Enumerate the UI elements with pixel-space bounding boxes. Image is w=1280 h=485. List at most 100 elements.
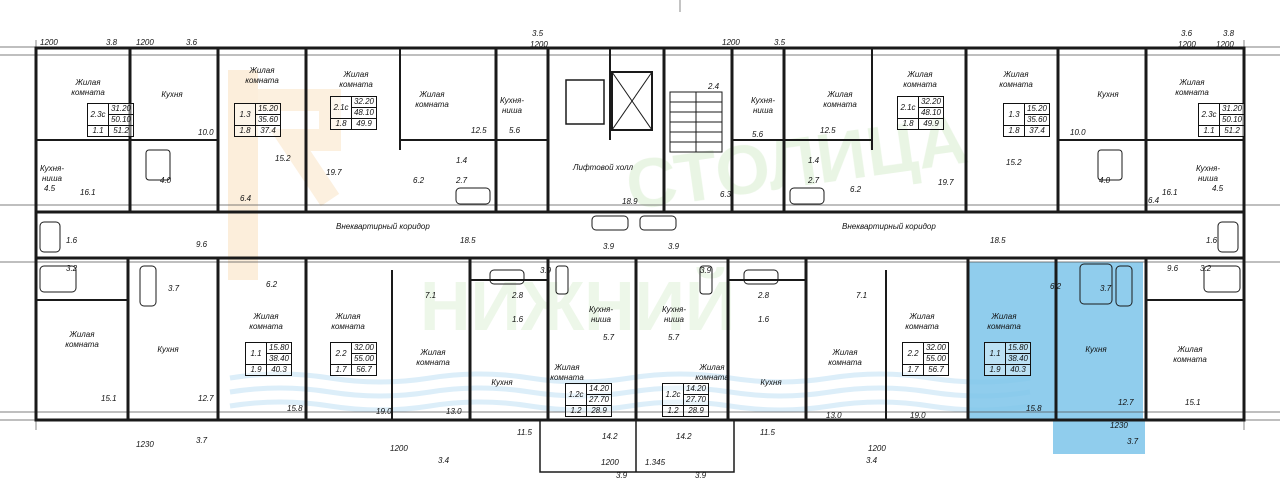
living-area: 31.20: [1221, 104, 1243, 113]
total-with-balcony: 37.4: [1029, 126, 1045, 135]
room-area: 6.2: [266, 280, 278, 289]
dimension-label: 1200: [722, 38, 740, 47]
room-area: 13.0: [446, 407, 462, 416]
entrance: [539, 419, 735, 473]
room-area: 3.9: [540, 266, 552, 275]
bathroom-fixtures: [39, 149, 1241, 307]
room-label: Жилая комната: [65, 330, 99, 349]
room-area: 6.3: [720, 190, 732, 199]
room-area: 3.9: [603, 242, 615, 251]
room-area: 2.7: [808, 176, 820, 185]
room-area: 16.1: [1162, 188, 1178, 197]
dimension-label: 1200: [530, 40, 548, 49]
room-area: 3.2: [1200, 264, 1212, 273]
dimension-label: 3.7: [1127, 437, 1139, 446]
room-area: 6.2: [413, 176, 425, 185]
room-area: 12.7: [1118, 398, 1134, 407]
dimension-label: 3.8: [1223, 29, 1235, 38]
room-area: 3.9: [668, 242, 680, 251]
room-area: 1.4: [808, 156, 820, 165]
room-label: Жилая комната: [415, 90, 449, 109]
living-area: 32.00: [925, 343, 947, 352]
corridor-label: Внеквартирный коридор: [336, 222, 430, 231]
room-area: 15.8: [287, 404, 303, 413]
apartment-type: 1.3: [235, 104, 256, 125]
living-area: 31.20: [110, 104, 132, 113]
total-with-balcony: 28.9: [688, 406, 704, 415]
room-area: 12.5: [471, 126, 487, 135]
room-label: Жилая комната: [999, 70, 1033, 89]
apartment-type: 1.1: [985, 343, 1006, 364]
room-label: Лифтовой холл: [573, 163, 633, 172]
total-area: 27.70: [587, 394, 611, 404]
room-label: Жилая комната: [828, 348, 862, 367]
room-area: 19.7: [938, 178, 954, 187]
room-area: 6.2: [1050, 282, 1062, 291]
lift-and-stairs: [565, 71, 723, 153]
room-area: 3.7: [1100, 284, 1112, 293]
room-area: 2.7: [456, 176, 468, 185]
room-area: 11.5: [760, 428, 775, 437]
total-with-balcony: 49.9: [356, 119, 372, 128]
coefficient: 1.7: [903, 365, 924, 375]
total-area: 48.10: [919, 107, 943, 117]
room-label: Жилая комната: [245, 66, 279, 85]
apartment-type: 1.2с: [566, 384, 587, 405]
room-area: 4.0: [1099, 176, 1111, 185]
room-area: 18.5: [460, 236, 476, 245]
room-area: 16.1: [80, 188, 96, 197]
coefficient: 1.2: [566, 406, 587, 416]
dimension-label: 1200: [390, 444, 408, 453]
coefficient: 1.9: [246, 365, 267, 375]
walls: [34, 46, 1246, 422]
room-label: Кухня: [760, 378, 782, 387]
total-area: 35.60: [256, 114, 280, 124]
room-area: 15.2: [275, 154, 291, 163]
room-label: Кухня: [1085, 345, 1107, 354]
dimension-label: 1200: [868, 444, 886, 453]
room-label: Жилая комната: [903, 70, 937, 89]
room-area: 1.4: [456, 156, 468, 165]
room-area: 15.2: [1006, 158, 1022, 167]
total-area: 38.40: [1006, 353, 1030, 363]
room-label: Жилая комната: [987, 312, 1021, 331]
room-area: 15.8: [1026, 404, 1042, 413]
room-label: Кухня- ниша: [751, 96, 775, 115]
apartment-type: 1.3: [1004, 104, 1025, 125]
room-area: 18.5: [990, 236, 1006, 245]
room-area: 4.5: [44, 184, 56, 193]
coefficient: 1.2: [663, 406, 684, 416]
room-label: Жилая комната: [1173, 345, 1207, 364]
total-area: 50.10: [109, 114, 133, 124]
room-label: Жилая комната: [905, 312, 939, 331]
room-area: 12.5: [820, 126, 836, 135]
room-label: Кухня- ниша: [589, 305, 613, 324]
apartment-type: 2.1с: [898, 97, 919, 118]
room-label: Жилая комната: [331, 312, 365, 331]
room-label: Жилая комната: [339, 70, 373, 89]
total-with-balcony: 49.9: [923, 119, 939, 128]
apartment-type: 2.1с: [331, 97, 352, 118]
total-area: 55.00: [924, 353, 948, 363]
room-label: Жилая комната: [550, 363, 584, 382]
room-label: Кухня: [157, 345, 179, 354]
total-with-balcony: 28.9: [591, 406, 607, 415]
total-with-balcony: 40.3: [1010, 365, 1026, 374]
dimension-label: 1.345: [645, 458, 666, 467]
room-area: 3.7: [168, 284, 180, 293]
room-area: 19.0: [376, 407, 392, 416]
dimension-label: 1200: [40, 38, 58, 47]
dimension-label: 3.4: [438, 456, 450, 465]
room-area: 19.7: [326, 168, 342, 177]
room-area: 10.0: [198, 128, 214, 137]
